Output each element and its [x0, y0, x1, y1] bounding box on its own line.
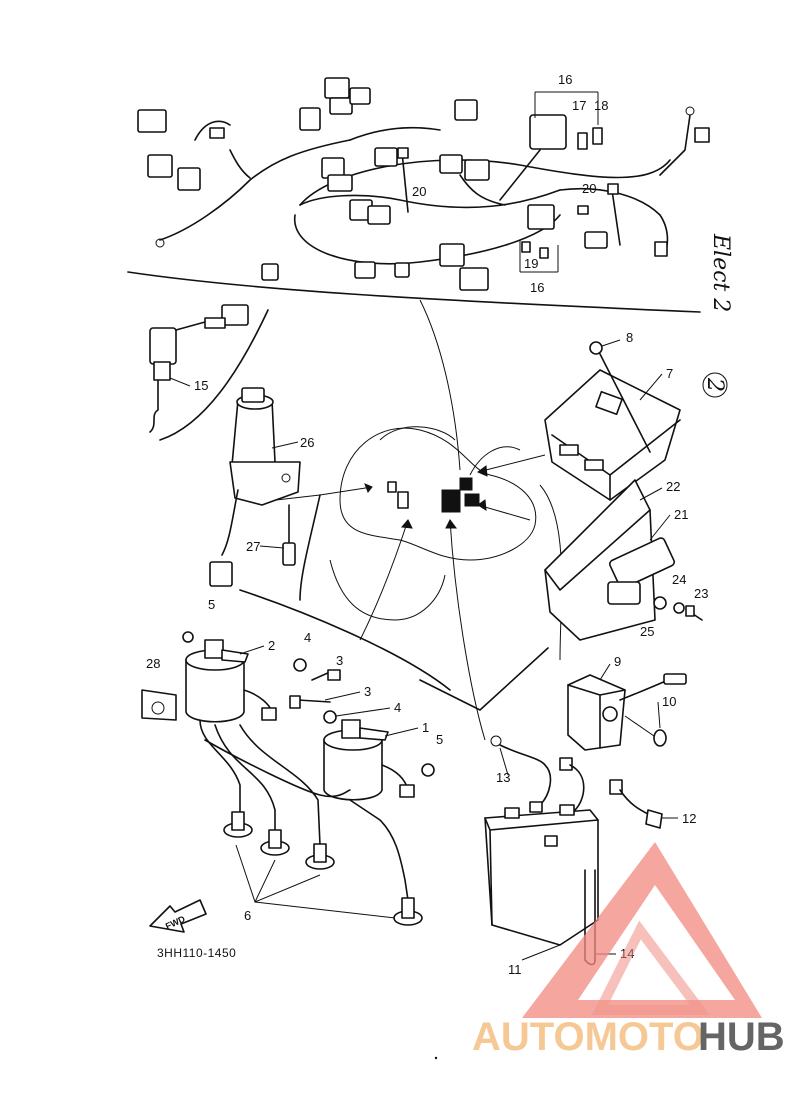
callout: 3: [364, 684, 371, 699]
battery-group: [445, 519, 687, 966]
callout: 12: [682, 811, 696, 826]
callout: 21: [674, 507, 688, 522]
circled-note: 2: [702, 377, 727, 392]
callout: 5: [208, 597, 215, 612]
switch-and-key: [149, 304, 373, 601]
callout: 24: [672, 572, 686, 587]
callout: 2: [268, 638, 275, 653]
callout: 17: [572, 98, 586, 113]
callout: 4: [304, 630, 311, 645]
callout: 20: [412, 184, 426, 199]
callout: 28: [146, 656, 160, 671]
callout: 7: [666, 366, 673, 381]
callout: 4: [394, 700, 401, 715]
wire-harness: [127, 77, 710, 313]
callout: 15: [194, 378, 208, 393]
callout: 23: [694, 586, 708, 601]
callout: 3: [336, 653, 343, 668]
callout: 20: [582, 181, 596, 196]
callout: 6: [244, 908, 251, 923]
watermark-text-part2: HUB: [698, 1015, 785, 1059]
callout: 22: [666, 479, 680, 494]
callout: 16: [558, 72, 572, 87]
ignition-coils: [141, 519, 549, 933]
watermark-text-part1: AUTOMOTO: [472, 1015, 704, 1059]
callout: 18: [594, 98, 608, 113]
circled-note-ring: [702, 372, 728, 398]
bracket-and-relay: [477, 479, 703, 641]
callout: 19: [524, 256, 538, 271]
callout: 10: [662, 694, 676, 709]
callout: 26: [300, 435, 314, 450]
callout: 1: [422, 720, 429, 735]
callout-labels: 16 17 18 20 20 19 16 8 7 15 26 27 22 21 …: [146, 72, 708, 977]
watermark-logo: [522, 842, 762, 1018]
drawing-code: 3HH110-1450: [157, 946, 236, 960]
callout: 25: [640, 624, 654, 639]
callout: 13: [496, 770, 510, 785]
ignitor-unit: [477, 341, 681, 661]
callout: 11: [508, 962, 522, 977]
callout: 16: [530, 280, 544, 295]
callout: 9: [614, 654, 621, 669]
callout: 5: [436, 732, 443, 747]
watermark: AUTOMOTO HUB: [472, 842, 785, 1059]
handwritten-note: Elect 2: [708, 233, 733, 312]
callout: 8: [626, 330, 633, 345]
callout: 27: [246, 539, 260, 554]
frame-outline: [329, 299, 537, 621]
